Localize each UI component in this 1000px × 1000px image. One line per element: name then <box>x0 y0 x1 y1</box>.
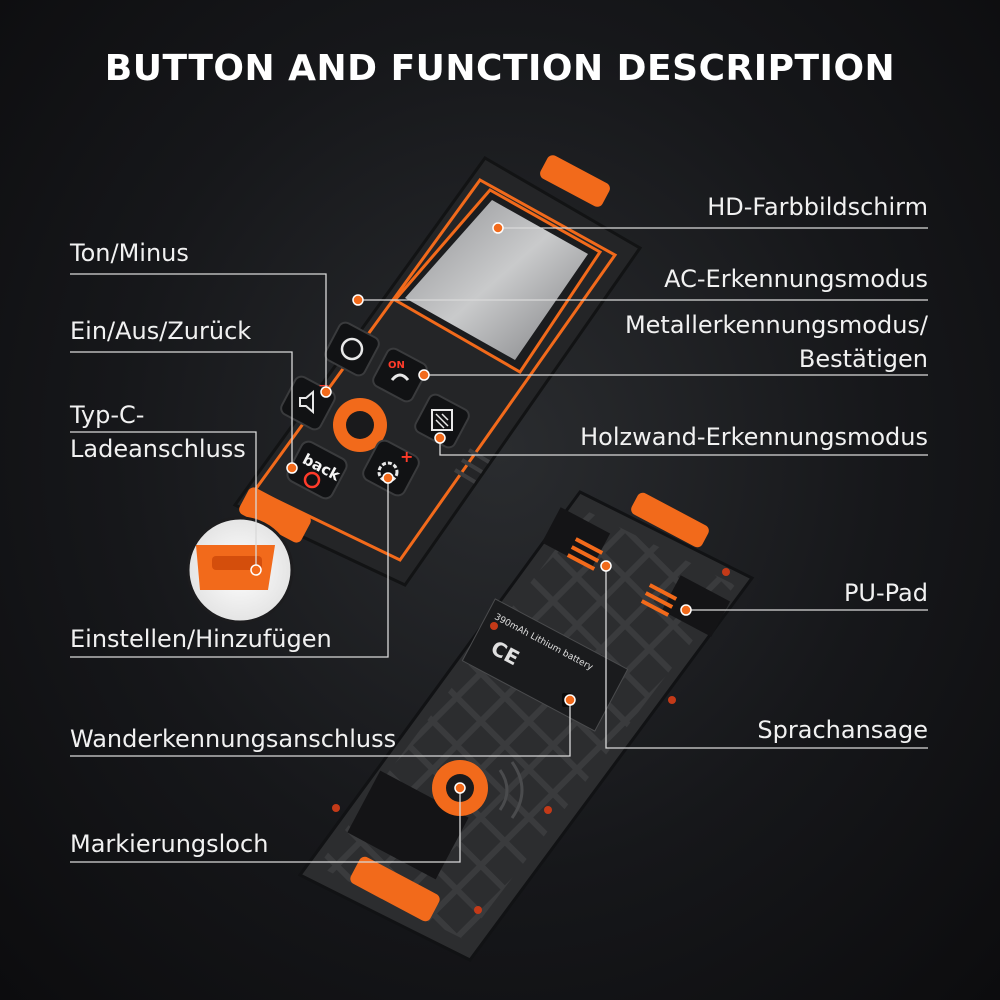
label-sound-minus: Ton/Minus <box>70 239 189 267</box>
speaker-icon <box>299 389 314 415</box>
page-title: BUTTON AND FUNCTION DESCRIPTION <box>104 48 896 89</box>
pu-pad-bottom <box>347 770 469 880</box>
label-typec-line2: Ladeanschluss <box>70 435 246 463</box>
front-bottom-bumper <box>239 487 311 543</box>
label-voice: Sprachansage <box>757 716 928 744</box>
back-device: 390mAh Lithium battery CE <box>297 490 755 962</box>
color-screen <box>405 200 588 360</box>
label-hd-display: HD-Farbbildschirm <box>707 193 928 221</box>
pu-pad-top-left <box>541 507 611 569</box>
power-icon <box>303 471 321 489</box>
pu-pad-top-right <box>661 575 731 637</box>
back-top-bumper <box>631 492 709 548</box>
typec-zoom-bubble <box>186 516 294 624</box>
button-power-back[interactable]: back <box>285 439 350 501</box>
label-pu-pad: PU-Pad <box>843 579 928 607</box>
wood-wall-icon <box>431 409 453 431</box>
ac-signal-icon <box>340 337 364 361</box>
button-wood-mode[interactable] <box>413 392 472 450</box>
button-metal-ok[interactable]: ON <box>371 346 430 404</box>
on-label: ON <box>388 360 405 371</box>
label-settings-add: Einstellen/Hinzufügen <box>70 625 332 653</box>
plus-icon: + <box>400 447 413 466</box>
label-power-back: Ein/Aus/Zurück <box>70 317 252 345</box>
button-ac-mode[interactable] <box>323 320 382 378</box>
label-wall-port: Wanderkennungsanschluss <box>70 725 397 753</box>
speaker-grille <box>566 537 678 617</box>
front-device: ON − back <box>232 155 643 587</box>
back-bottom-bumper <box>350 856 440 922</box>
leader-lines <box>70 227 928 863</box>
front-top-bumper <box>540 155 610 207</box>
label-metal-mode-line1: Metallerkennungsmodus/ <box>624 311 928 339</box>
minus-icon: − <box>318 378 330 394</box>
label-metal-mode-line2: Bestätigen <box>798 345 928 373</box>
label-typec-line1: Typ-C- <box>70 401 145 429</box>
label-marking-hole: Markierungsloch <box>70 830 269 858</box>
button-settings-add[interactable]: + <box>360 438 421 498</box>
label-wood-mode: Holzwand-Erkennungsmodus <box>580 423 928 451</box>
leader-dots <box>250 222 692 794</box>
magnet-icon <box>390 373 410 381</box>
label-ac-mode: AC-Erkennungsmodus <box>664 265 928 293</box>
